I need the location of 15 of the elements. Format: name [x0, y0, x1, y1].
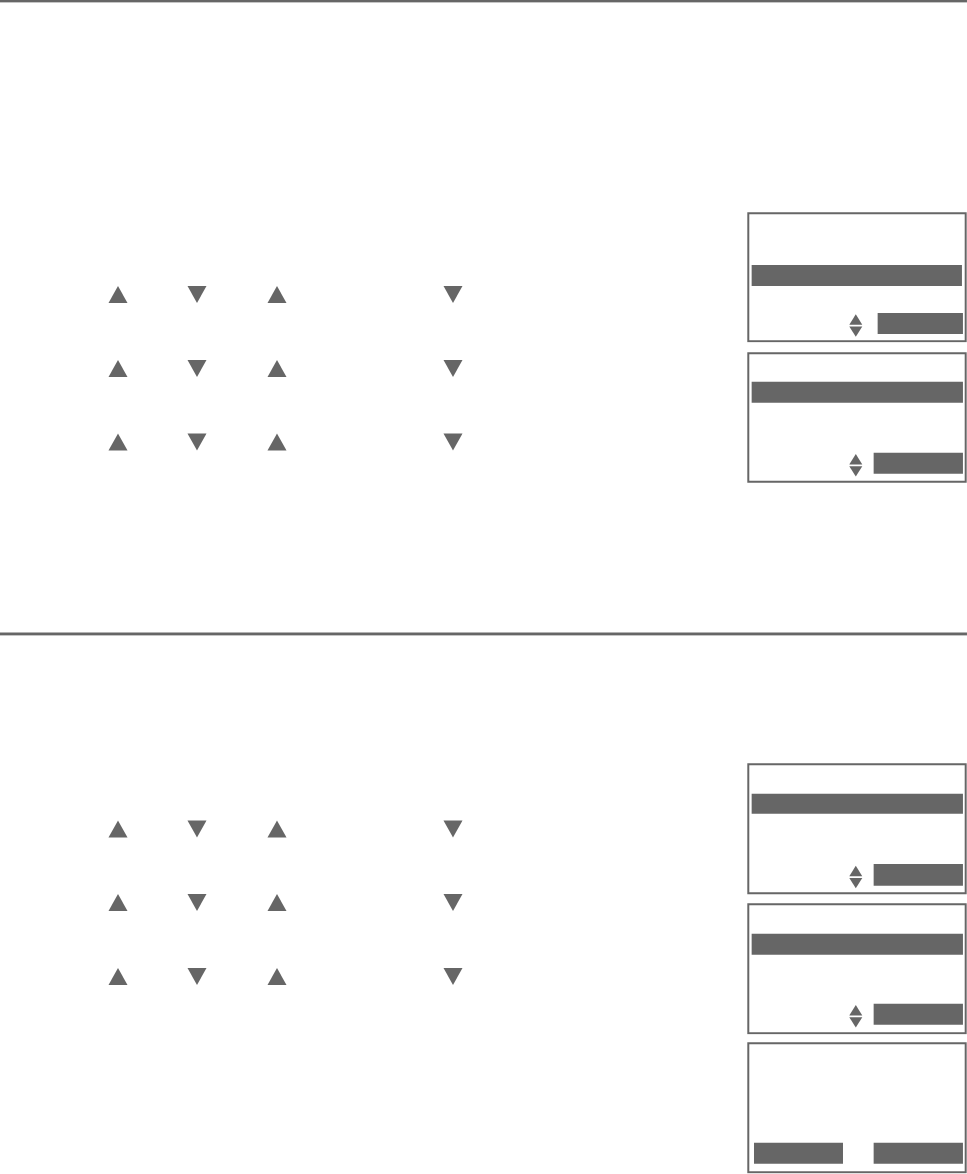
highlight-bar — [751, 793, 963, 814]
softkey-bar — [754, 1142, 843, 1164]
display-screen — [747, 903, 967, 1035]
highlight-bar — [751, 933, 963, 955]
softkey-bar — [873, 1003, 963, 1025]
display-screen — [747, 763, 967, 895]
display-screen — [747, 1042, 967, 1174]
softkey-bar — [873, 863, 963, 886]
highlight-bar — [751, 265, 962, 286]
display-screen — [747, 212, 967, 343]
softkey-bar — [877, 313, 963, 334]
softkey-bar — [873, 1142, 963, 1164]
display-screen — [747, 352, 967, 483]
highlight-bar — [751, 381, 963, 403]
softkey-bar — [873, 452, 963, 474]
